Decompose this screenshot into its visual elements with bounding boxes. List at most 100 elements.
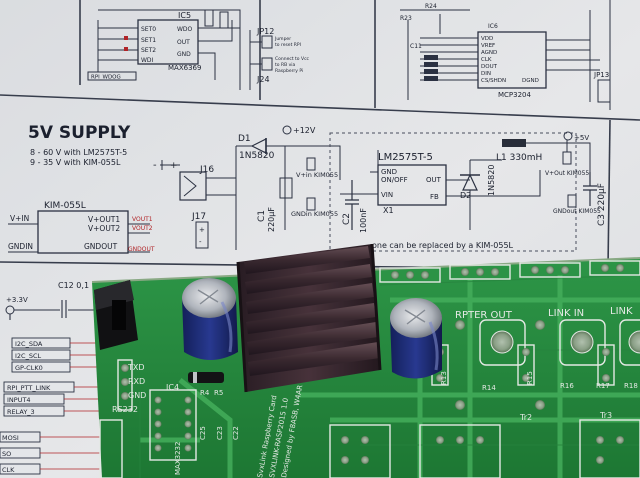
r23-ref: R23 <box>400 15 412 22</box>
silk-rxd: RXD <box>128 377 145 386</box>
j17-pin-plus: + <box>199 226 205 234</box>
j17-ref: J17 <box>191 212 206 222</box>
kim-pin-gndin: GNDIN <box>8 242 33 251</box>
silk-rpter-out: RPTER OUT <box>455 310 513 321</box>
mcp-pin-vdd: VDD <box>481 36 493 42</box>
silk-r14: R14 <box>482 384 496 392</box>
section-title: 5V SUPPLY <box>28 123 131 143</box>
kim-pin-gndout: GNDOUT <box>84 242 118 251</box>
regulator-label: LM2575T-5 <box>378 152 433 163</box>
ic5-pin-gnd: GND <box>177 51 191 58</box>
net-mosi: MOSI <box>2 434 19 442</box>
silk-c23: C23 <box>216 426 224 440</box>
kim-vout-label: V+Out KIM055 <box>545 170 589 177</box>
pcb-silk-boxes <box>99 260 640 478</box>
ic5-pin-set1: SET1 <box>141 37 156 44</box>
ic5-part: MAX6369 <box>168 64 201 72</box>
ic5-ref: IC5 <box>178 11 191 20</box>
kim-net-vout2: VOUT2 <box>132 225 153 232</box>
j17-pin-minus: - <box>199 238 202 246</box>
inductor-body <box>502 139 526 147</box>
replaceable-region <box>329 132 577 252</box>
c1-ref: C1 <box>257 210 267 222</box>
d2-part: 1N5820 <box>487 165 496 196</box>
mcp3204-block: MCP3204 VDD VREF AGND CLK DOUT DIN CS/SH… <box>400 0 611 110</box>
kim-gndout-label: GNDout KIM055 <box>553 208 601 215</box>
jack-j17: J17 + - <box>191 212 209 249</box>
j24-ref: J24 <box>256 75 270 84</box>
jp12-note-1: Jumper <box>274 36 291 42</box>
pcb-diode <box>188 372 224 383</box>
silk-rs232: RS232 <box>112 405 138 414</box>
silk-r15: R15 <box>526 371 534 385</box>
net-i2c-scl: I2C_SCL <box>15 352 42 360</box>
wdog-net: RPI_WDOG <box>91 75 121 81</box>
r24-ref: R24 <box>425 3 437 10</box>
kim-gnd-pad <box>306 197 316 211</box>
diode-d2: D2 1N5820 <box>460 160 496 230</box>
mcp-pin-din: DIN <box>481 71 491 77</box>
dc-jack-component <box>94 280 138 350</box>
jp12-note2-2: to RB via <box>275 62 296 68</box>
reg-pin-onoff: ON/OFF <box>381 176 408 184</box>
mcp-pin-dgnd: DGND <box>522 78 539 84</box>
reg-pin-gnd: GND <box>381 168 397 176</box>
silk-c25: C25 <box>199 426 207 440</box>
ic5-pin-wdi: WDI <box>141 57 154 64</box>
mcp-part: MCP3204 <box>498 91 532 99</box>
c11-ref: C11 <box>410 43 422 50</box>
d1-part: 1N5820 <box>239 151 275 161</box>
mcp-pin-agnd: AGND <box>481 50 497 56</box>
input-note-1: 8 - 60 V with LM2575T-5 <box>30 148 127 157</box>
rail-12v: +12V <box>293 126 316 135</box>
net-gp-clk0: GP-CLK0 <box>15 364 43 372</box>
regulator-x1: LM2575T-5 GND ON/OFF VIN OUT FB X1 <box>340 150 541 215</box>
output-stage: +5V V+Out KIM055 GNDout KIM055 C3 220µF <box>545 131 607 226</box>
silk-link: LINK <box>610 306 633 317</box>
mcp-pin-dout: DOUT <box>481 64 498 70</box>
d1-ref: D1 <box>238 134 251 144</box>
lower-left-nets: +3.3V C12 0,1 I2C_SDA I2C_SCL GP-CLK0 RP… <box>0 281 110 475</box>
kim-pin-vout1: V+OUT1 <box>88 215 120 224</box>
inductor-l1: L1 330mH <box>470 139 560 163</box>
cap-c2: C2 100nF <box>342 180 368 233</box>
ic5-pin-out: OUT <box>177 39 190 46</box>
reg-pin-out: OUT <box>426 176 442 184</box>
net-input4: INPUT4 <box>7 396 31 404</box>
heatsink <box>236 243 382 393</box>
silk-r16: R16 <box>560 382 574 390</box>
rail-5v: +5V <box>574 134 589 142</box>
ic5-block: IC5 MAX6369 SET0 SET1 SET2 WDI WDO OUT G… <box>87 9 241 90</box>
jp12-note-2: to reset RPI <box>275 42 301 48</box>
net-so: SO <box>2 450 11 458</box>
mcp-pin-vref: VREF <box>481 43 495 49</box>
net-clk: CLK <box>2 466 15 474</box>
silk-link-in: LINK IN <box>548 308 584 319</box>
reg-pin-fb: FB <box>430 193 439 201</box>
electrolytic-cap-right <box>390 298 442 379</box>
pcb-pads <box>121 264 640 464</box>
electrolytic-cap-left <box>182 278 238 360</box>
rail-3v3: +3.3V <box>6 296 28 304</box>
c12-label: C12 0,1 <box>58 281 89 290</box>
jp12-note2-1: Connect to Vcc <box>275 56 310 62</box>
jack-j16: J16 - + <box>153 160 236 201</box>
c3-ref: C3 220µF <box>597 183 607 226</box>
kim-pin-vin: V+IN <box>10 214 29 223</box>
silk-tr2: Tr2 <box>519 413 532 422</box>
ic6-ref: IC6 <box>488 23 498 30</box>
input-note-2: 9 - 35 V with KIM-055L <box>30 158 121 167</box>
jp12-note2-3: Raspberry Pi <box>275 68 303 74</box>
silk-max3232: MAX3232 <box>174 442 182 475</box>
kim-net-vout1: VOUT1 <box>132 216 153 223</box>
silk-txd: TXD <box>127 363 145 372</box>
d2-ref: D2 <box>460 191 471 200</box>
c2-ref: C2 <box>342 213 352 225</box>
kim-gnd-label: GNDin KIM055 <box>291 210 338 218</box>
ic5-pin-wdo: WDO <box>177 26 193 33</box>
cap-c1: C1 220µF <box>257 177 293 232</box>
kim-module-label: KIM-055L <box>44 201 86 211</box>
